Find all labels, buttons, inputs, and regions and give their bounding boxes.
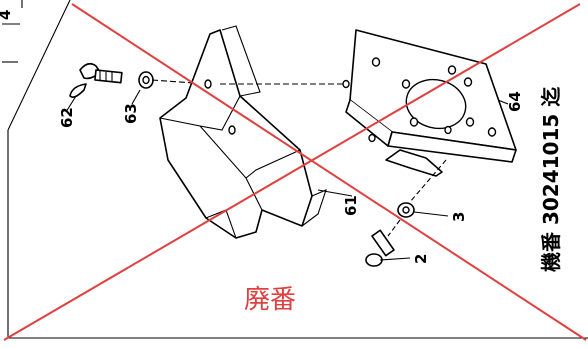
washer-63: 63: [122, 71, 209, 124]
svg-text:61: 61: [342, 195, 360, 216]
frame-corner-line: [7, 0, 71, 131]
svg-text:4: 4: [0, 10, 14, 20]
nut-3: 3: [397, 159, 468, 222]
bolt-2: 2: [365, 219, 430, 267]
svg-text:64: 64: [506, 91, 524, 112]
discontinued-cross: [3, 3, 587, 341]
svg-text:2: 2: [412, 254, 430, 264]
bracket-61: 61: [159, 25, 360, 239]
serial-note: 機番 30241015 迄: [539, 87, 563, 272]
discontinued-stamp: 廃番: [244, 285, 296, 315]
callout-4: 4: [0, 10, 20, 63]
svg-text:62: 62: [58, 107, 76, 128]
svg-text:63: 63: [122, 103, 140, 124]
wing-bolt-62: 62: [58, 62, 123, 128]
svg-text:3: 3: [450, 212, 468, 222]
